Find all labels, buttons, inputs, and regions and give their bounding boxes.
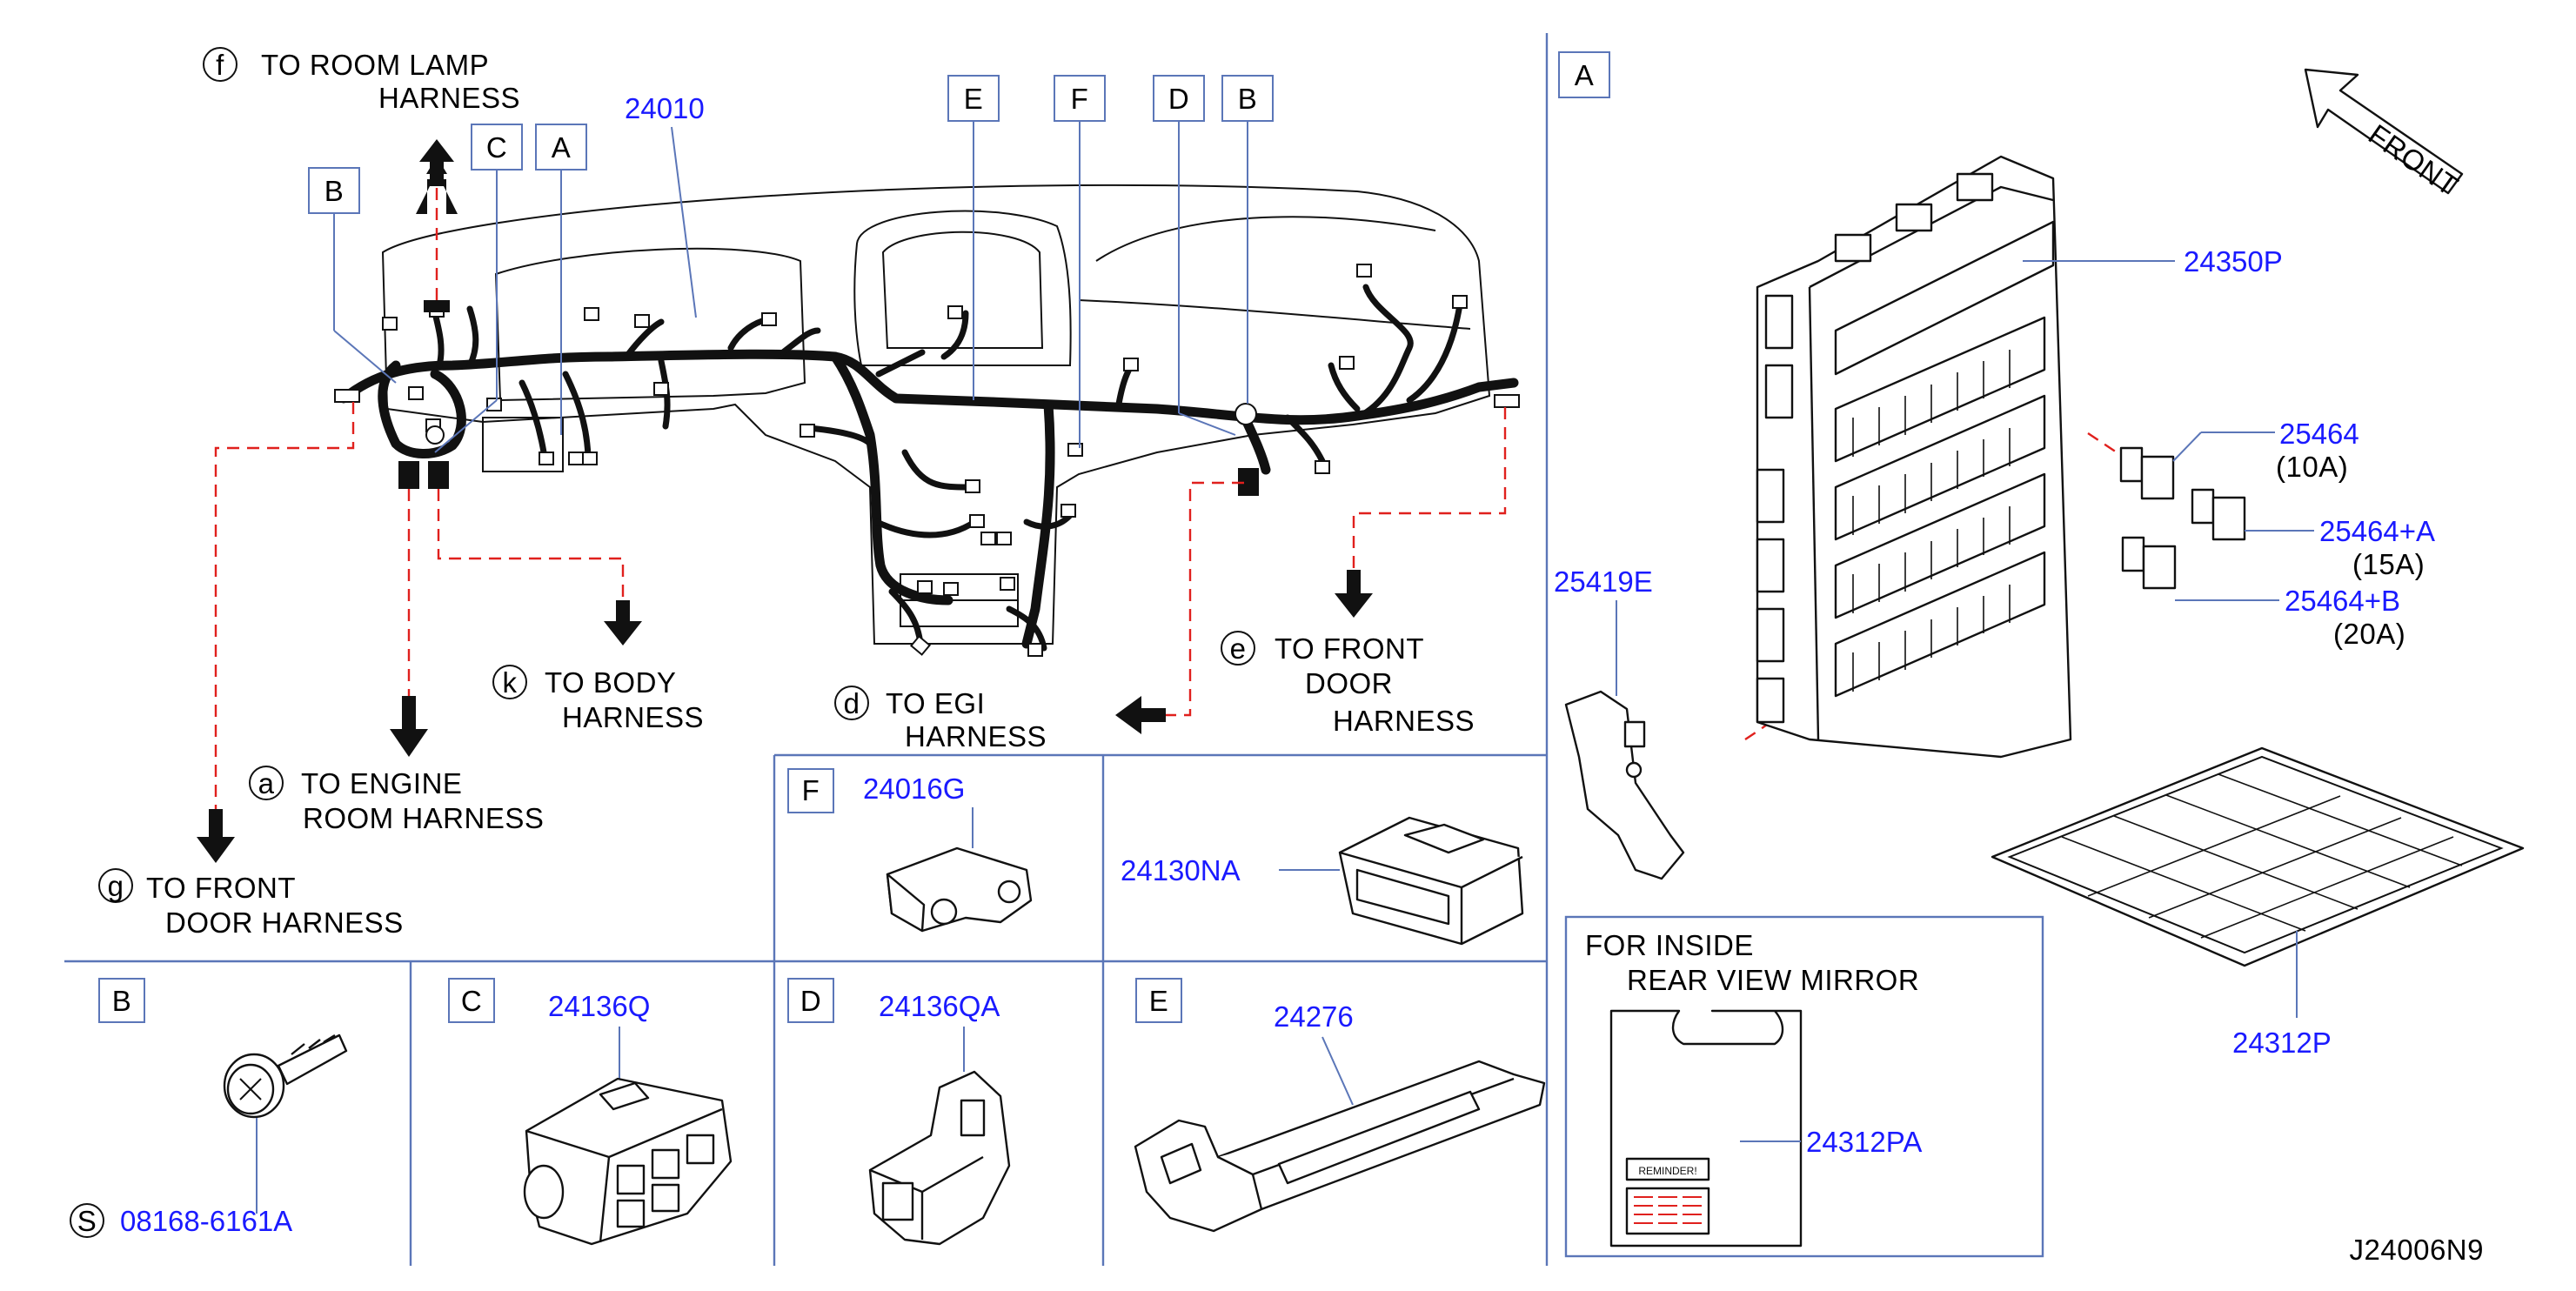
- part-number-25464: 25464: [2279, 418, 2359, 450]
- destination-labels: f TO ROOM LAMP HARNESS k TO BODY HARNESS…: [98, 47, 1475, 939]
- fuse-25464A: [2191, 488, 2246, 541]
- dest-e-line1: TO FRONT: [1275, 632, 1424, 665]
- dest-a-line2: ROOM HARNESS: [303, 802, 544, 834]
- svg-text:g: g: [108, 870, 124, 902]
- part-number-25464B: 25464+B: [2285, 585, 2400, 617]
- panel-A-label: A: [1575, 59, 1595, 91]
- panel-A: A FRONT: [1554, 51, 2525, 1248]
- part-number-24312PA: 24312PA: [1806, 1126, 1922, 1158]
- panel-B: B S 08168-6161A: [70, 978, 348, 1238]
- dest-g-badge: [98, 868, 133, 903]
- callout-D: D: [1168, 83, 1189, 115]
- dest-a-line1: TO ENGINE: [301, 767, 462, 799]
- bolt-symbol-badge: [70, 1203, 104, 1238]
- part-number-24312P: 24312P: [2232, 1027, 2332, 1059]
- mirror-note-line1: FOR INSIDE: [1585, 929, 1754, 961]
- panel-F-label: F: [802, 774, 820, 806]
- panel-F: F 24016G: [787, 768, 1033, 933]
- part-number-24350P: 24350P: [2184, 245, 2283, 278]
- part-number-24130NA: 24130NA: [1121, 854, 1241, 886]
- clip-24136QA: [868, 1070, 1011, 1246]
- dest-f-line1: TO ROOM LAMP: [261, 49, 489, 81]
- svg-text:d: d: [844, 687, 860, 719]
- panel-frames: [64, 33, 2044, 1266]
- callout-B: B: [325, 175, 345, 207]
- dest-k-line2: HARNESS: [562, 701, 704, 733]
- panel-C-label: C: [461, 985, 482, 1017]
- connector-24130NA: [1338, 816, 1524, 946]
- panel-E-label: E: [1149, 985, 1169, 1017]
- arrow-down-icon: [604, 600, 642, 646]
- arrow-left-icon: [1115, 696, 1166, 734]
- connector-panel: 24130NA: [1121, 816, 1524, 946]
- dest-k-line1: TO BODY: [545, 666, 676, 699]
- part-number-25464A: 25464+A: [2319, 515, 2435, 547]
- callout-F: F: [1071, 83, 1089, 115]
- callout-C: C: [486, 131, 507, 164]
- svg-text:e: e: [1230, 632, 1247, 665]
- clip-24136Q: [523, 1077, 733, 1246]
- callout-E: E: [964, 83, 984, 115]
- part-number-24136Q: 24136Q: [548, 990, 650, 1022]
- panel-E: E 24276: [1134, 978, 1546, 1233]
- dest-f-line2: HARNESS: [378, 82, 520, 114]
- arrow-down-icon: [197, 809, 235, 863]
- panel-C: C 24136Q: [448, 978, 733, 1246]
- svg-text:f: f: [216, 49, 224, 81]
- arrow-down-icon: [1335, 570, 1373, 618]
- part-number-25419E: 25419E: [1554, 565, 1653, 598]
- part-number-24276: 24276: [1274, 1000, 1354, 1033]
- clip-24016G: [886, 846, 1033, 933]
- label-card-24312PA: REMINDER!: [1609, 1009, 1803, 1248]
- cover-24312P: [1991, 746, 2525, 967]
- direction-arrows: [197, 139, 1373, 863]
- svg-text:k: k: [503, 666, 518, 699]
- junction-block-24350P: [1756, 155, 2072, 759]
- dest-d-line2: HARNESS: [905, 720, 1047, 753]
- dest-d-line1: TO EGI: [886, 687, 985, 719]
- front-label: FRONT: [2363, 117, 2464, 202]
- instrument-panel-outline: [381, 184, 1491, 645]
- part-number-24136QA: 24136QA: [879, 990, 1000, 1022]
- main-harness-wiring: [334, 264, 1520, 657]
- dest-k-badge: [492, 665, 527, 699]
- bolt-symbol: S: [77, 1205, 97, 1237]
- dest-e-badge: [1221, 631, 1255, 666]
- diagram-code: J24006N9: [2350, 1234, 2484, 1266]
- part-number-24016G: 24016G: [863, 773, 965, 805]
- panel-D-label: D: [800, 985, 821, 1017]
- mirror-note-line2: REAR VIEW MIRROR: [1627, 964, 1919, 996]
- arrow-down-icon: [390, 696, 428, 757]
- fuse-25464A-rating: (15A): [2352, 548, 2425, 580]
- fuse-25464-rating: (10A): [2276, 451, 2348, 483]
- protector-24276: [1134, 1060, 1546, 1233]
- callout-A: A: [552, 131, 572, 164]
- bracket-25419E: [1564, 690, 1685, 880]
- dest-g-line2: DOOR HARNESS: [165, 906, 404, 939]
- svg-text:a: a: [258, 767, 275, 799]
- main-callouts: B C A E F D B: [308, 75, 1274, 453]
- dest-f-badge: [203, 47, 238, 82]
- part-number-08168-6161A: 08168-6161A: [120, 1205, 292, 1237]
- dest-a-badge: [249, 766, 284, 800]
- main-harness-label: 24010: [625, 92, 705, 318]
- dest-d-badge: [834, 686, 869, 720]
- bolt-08168-6161A: [223, 1033, 348, 1119]
- front-arrow-icon: [2304, 68, 2464, 195]
- panel-D: D 24136QA: [787, 978, 1011, 1246]
- fuse-25464: [2119, 446, 2175, 500]
- dest-e-line3: HARNESS: [1333, 705, 1475, 737]
- part-number-24010: 24010: [625, 92, 705, 124]
- callout-B2: B: [1238, 83, 1258, 115]
- card-reminder-text: REMINDER!: [1638, 1165, 1696, 1177]
- panel-B-label: B: [112, 985, 132, 1017]
- dest-e-line2: DOOR: [1305, 667, 1393, 699]
- dest-g-line1: TO FRONT: [146, 872, 296, 904]
- fuse-25464B: [2121, 536, 2177, 590]
- fuse-25464B-rating: (20A): [2333, 618, 2405, 650]
